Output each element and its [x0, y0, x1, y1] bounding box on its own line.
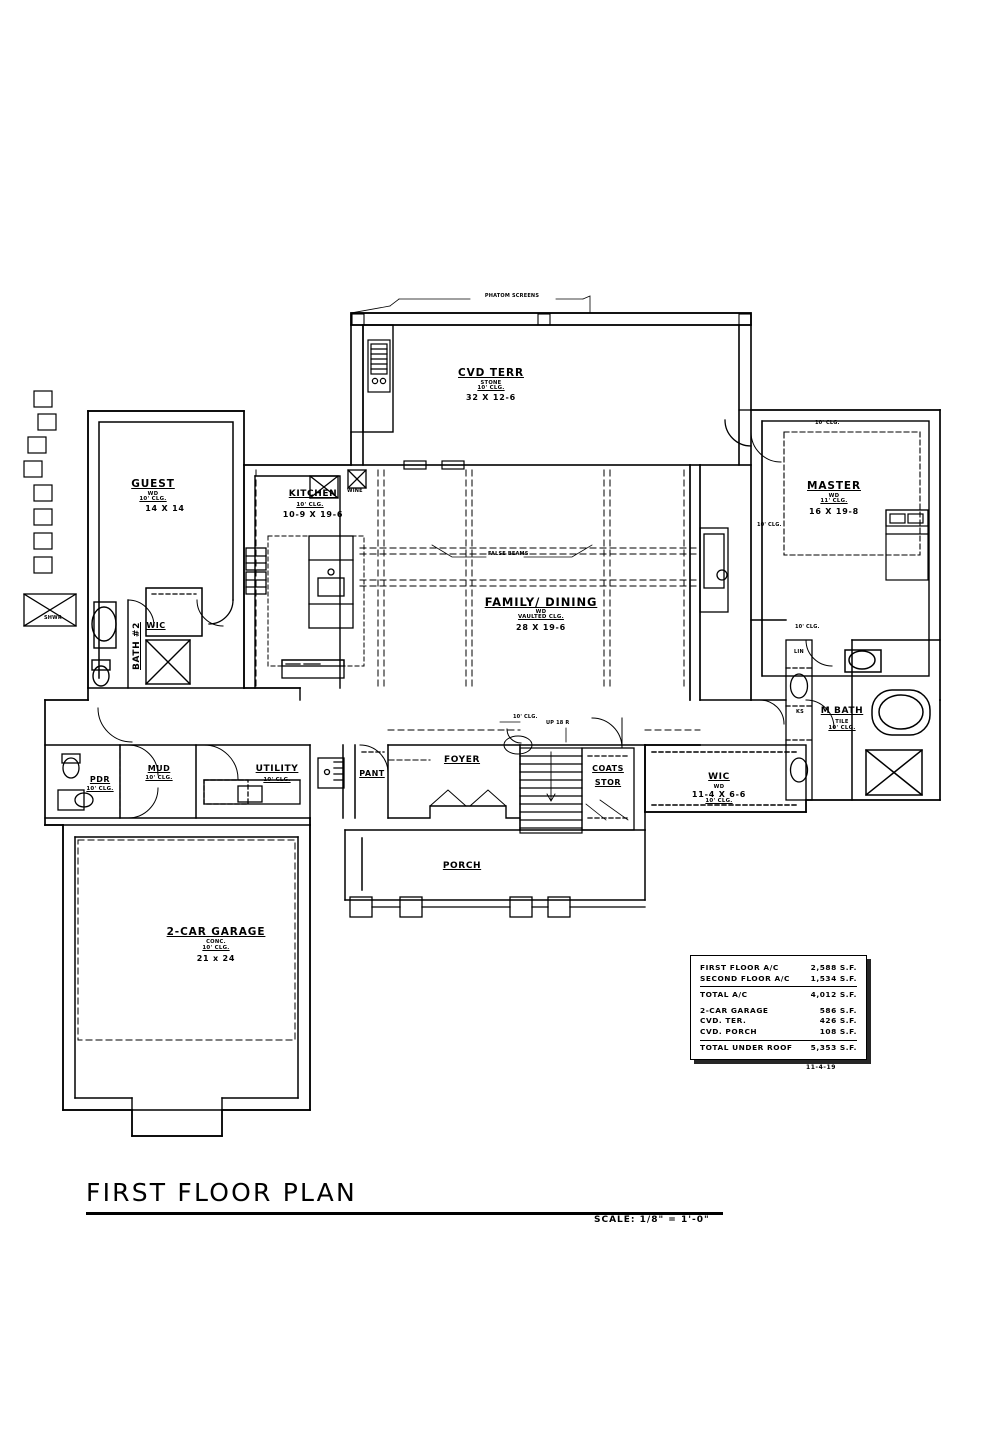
room-label-garage: 2-CAR GARAGE — [166, 926, 266, 938]
room-ceiling-garage: 10' CLG. — [202, 945, 230, 951]
room-label-bath-2: BATH #2 — [132, 622, 142, 670]
area-value-cvd-ter: 426 S.F. — [819, 1016, 857, 1026]
room-finish-cvd-terr: STONE — [480, 380, 502, 386]
room-finish-family-dining: WD — [535, 609, 547, 615]
room-dims-family-dining: 28 X 19-6 — [515, 623, 567, 632]
room-finish-master: WD — [828, 493, 840, 499]
note-clg-master-bottom: 10' CLG. — [795, 624, 820, 630]
master-bed — [885, 509, 929, 581]
area-value-second-floor: 1,534 S.F. — [810, 973, 857, 983]
room-ceiling-family-dining: VAULTED CLG. — [518, 614, 564, 620]
note-clg-master-left: 10' CLG. — [757, 522, 782, 528]
area-label-cvd-porch: CVD. PORCH — [700, 1027, 758, 1037]
note-clg-foyer: 10' CLG. — [513, 714, 538, 720]
room-label-m-bath: M BATH — [820, 706, 864, 716]
room-label-stor: STOR — [594, 778, 622, 787]
area-value-total-roof: 5,353 S.F. — [810, 1043, 857, 1053]
note-phantom-screens: PHATOM SCREENS — [484, 293, 540, 299]
label-linen-closet: LIN — [794, 649, 804, 655]
area-value-total-ac: 4,012 S.F. — [810, 989, 857, 999]
room-label-cvd-terr: CVD TERR — [458, 367, 524, 379]
outdoor-shower — [23, 593, 77, 627]
area-label-garage: 2-CAR GARAGE — [700, 1005, 769, 1015]
area-label-total-ac: TOTAL A/C — [700, 989, 748, 999]
room-finish-garage: CONC. — [206, 939, 226, 945]
stair-treads — [519, 747, 583, 834]
scale-note: SCALE: 1/8" = 1'-0" — [594, 1215, 710, 1225]
room-label-master-wic: WIC — [708, 772, 730, 782]
room-ceiling-master-wic: 10' CLG. — [705, 798, 733, 804]
table-row: SECOND FLOOR A/C 1,534 S.F. — [700, 974, 857, 985]
note-false-beams: FALSE BEAMS — [488, 551, 529, 557]
coats-storage — [581, 747, 635, 831]
terrace-fireplace — [367, 339, 391, 393]
room-ceiling-utility: 10' CLG. — [263, 777, 291, 783]
room-label-guest-wic: WIC — [146, 621, 166, 630]
label-ks-closet: KS — [796, 709, 804, 715]
area-label-second-floor: SECOND FLOOR A/C — [700, 973, 790, 983]
table-row: FIRST FLOOR A/C 2,588 S.F. — [700, 963, 857, 974]
room-dims-master: 16 X 19-8 — [808, 507, 860, 516]
room-ceiling-mud: 10' CLG. — [145, 775, 173, 781]
room-label-coats: COATS — [592, 764, 624, 773]
garage — [62, 824, 311, 1111]
room-label-porch: PORCH — [442, 861, 482, 871]
room-ceiling-master: 11' CLG. — [820, 498, 848, 504]
table-row-total-roof: TOTAL UNDER ROOF 5,353 S.F. — [700, 1043, 857, 1054]
cvd-terrace-walls — [350, 312, 752, 466]
note-wine: WINE — [347, 488, 363, 494]
room-label-kitchen: KITCHEN — [288, 489, 338, 499]
master-bath-vanity — [785, 639, 813, 801]
room-dims-master-wic: 11-4 X 6-6 — [691, 790, 747, 799]
front-porch — [344, 829, 646, 901]
note-stair-up: UP 18 R — [546, 720, 570, 726]
room-dims-guest: 14 X 14 — [145, 504, 185, 513]
room-finish-guest: WD — [147, 491, 159, 497]
room-label-family-dining: FAMILY/ DINING — [484, 595, 598, 609]
room-ceiling-guest: 10' CLG. — [139, 496, 167, 502]
area-value-garage: 586 S.F. — [819, 1005, 857, 1015]
date-stamp: 11-4-19 — [806, 1064, 837, 1071]
room-dims-cvd-terr: 32 X 12-6 — [465, 393, 517, 402]
table-divider — [700, 986, 857, 988]
family-fireplace — [699, 527, 729, 613]
guest-bath — [91, 587, 203, 689]
foyer-stair — [387, 744, 646, 831]
master-bath — [844, 639, 941, 801]
table-row: CVD. TER. 426 S.F. — [700, 1016, 857, 1027]
room-label-mud: MUD — [147, 764, 171, 773]
room-label-pdr: PDR — [89, 775, 111, 784]
area-label-cvd-ter: CVD. TER. — [700, 1016, 747, 1026]
area-label-total-roof: TOTAL UNDER ROOF — [700, 1043, 793, 1053]
room-label-master: MASTER — [807, 480, 861, 492]
area-value-cvd-porch: 108 S.F. — [819, 1027, 857, 1037]
room-finish-master-wic: WD — [713, 784, 725, 790]
utility-band — [44, 744, 389, 819]
room-ceiling-cvd-terr: 10' CLG. — [477, 385, 505, 391]
area-label-first-floor: FIRST FLOOR A/C — [700, 963, 779, 972]
area-summary-table: FIRST FLOOR A/C 2,588 S.F. SECOND FLOOR … — [690, 955, 867, 1060]
room-dims-kitchen: 10-9 X 19-6 — [282, 510, 344, 519]
room-finish-m-bath: TILE — [835, 719, 849, 725]
room-ceiling-m-bath: 10' CLG. — [828, 725, 856, 731]
left-window-stack — [23, 390, 57, 574]
note-outdoor-shower: SHWR — [44, 615, 62, 621]
table-row: CVD. PORCH 108 S.F. — [700, 1027, 857, 1038]
room-label-pantry: PANT — [359, 769, 385, 778]
room-dims-garage: 21 x 24 — [196, 954, 236, 963]
table-row-total-ac: TOTAL A/C 4,012 S.F. — [700, 990, 857, 1001]
room-label-utility: UTILITY — [255, 764, 299, 774]
room-ceiling-kitchen: 10' CLG. — [296, 502, 324, 508]
title-underline — [86, 1212, 723, 1215]
area-value-first-floor: 2,588 S.F. — [810, 963, 857, 972]
page-title: FIRST FLOOR PLAN — [86, 1178, 357, 1207]
table-row: 2-CAR GARAGE 586 S.F. — [700, 1006, 857, 1017]
room-label-guest: GUEST — [131, 478, 175, 490]
room-label-foyer: FOYER — [443, 755, 481, 765]
table-divider — [700, 1039, 857, 1041]
room-ceiling-pdr: 10' CLG. — [86, 786, 114, 792]
vaulted-ceiling-grid — [255, 469, 701, 691]
note-clg-master-top: 10' CLG. — [815, 420, 840, 426]
